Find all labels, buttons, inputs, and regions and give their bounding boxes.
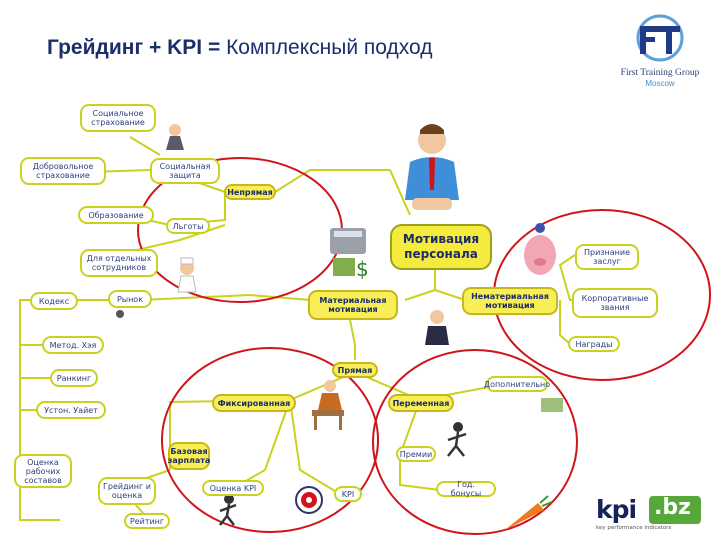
node-indirect: Непрямая [224, 184, 276, 200]
carrot-icon [505, 496, 552, 530]
kpi-brand-tagline: key performance indicators [596, 525, 671, 531]
node-rating: Рейтинг [124, 513, 170, 529]
calculator-icon [330, 228, 366, 254]
node-fixed: Фиксированная [212, 394, 296, 412]
node-corporate-titles: Корпоративные звания [572, 288, 658, 318]
runner-bottom-figure [220, 494, 236, 525]
node-benefits: Льготы [166, 218, 210, 234]
node-additional: Дополнительно [486, 376, 548, 392]
node-job-evaluation: Оценка рабочих составов [14, 454, 72, 488]
node-annual-bonuses: Год. бонусы [436, 481, 496, 497]
node-ranking: Ранкинг [50, 369, 98, 387]
node-awards: Награды [568, 336, 620, 352]
scissors-money-icon [541, 398, 563, 412]
node-education: Образование [78, 206, 154, 224]
nurse-figure [166, 124, 184, 150]
node-individual-staff: Для отдельных сотрудников [80, 249, 158, 277]
node-nonmaterial: Нематериальная мотивация [462, 287, 558, 315]
node-base-salary: Базовая зарплата [168, 442, 210, 470]
chef-figure [178, 258, 196, 292]
businessman-figure [405, 124, 459, 210]
kpi-brand-text: kpi [596, 495, 636, 524]
svg-text:$: $ [356, 257, 369, 281]
circle-variable [373, 350, 577, 534]
node-code: Кодекс [30, 292, 78, 310]
money-icon: $ [333, 257, 369, 281]
kpi-brand-domain: .bz [654, 495, 691, 520]
node-direct: Прямая [332, 362, 378, 378]
node-voluntary-insurance: Добровольное страхование [20, 157, 106, 185]
node-recognition: Признание заслуг [575, 244, 639, 270]
node-bonuses: Премии [396, 446, 436, 462]
node-market: Рынок [108, 290, 152, 308]
node-variable: Переменная [388, 394, 454, 412]
node-hay-method: Метод. Хэя [42, 336, 104, 354]
small-figure-kodeks [116, 310, 124, 318]
node-social-protection: Социальная защита [150, 158, 220, 184]
node-motivation: Мотивация персонала [390, 224, 492, 270]
node-social-insurance: Социальное страхование [80, 104, 156, 132]
woman-figure [425, 310, 449, 345]
node-kpi-evaluation: Оценка KPI [202, 480, 264, 496]
pig-figure [524, 223, 556, 275]
target-icon [296, 487, 322, 513]
running-man-figure [448, 422, 466, 456]
node-kpi: KPI [334, 486, 362, 502]
node-material: Материальная мотивация [308, 290, 398, 320]
node-watson-wyatt: Устон. Уайет [36, 401, 106, 419]
node-grading: Грейдинг и оценка [98, 477, 156, 505]
